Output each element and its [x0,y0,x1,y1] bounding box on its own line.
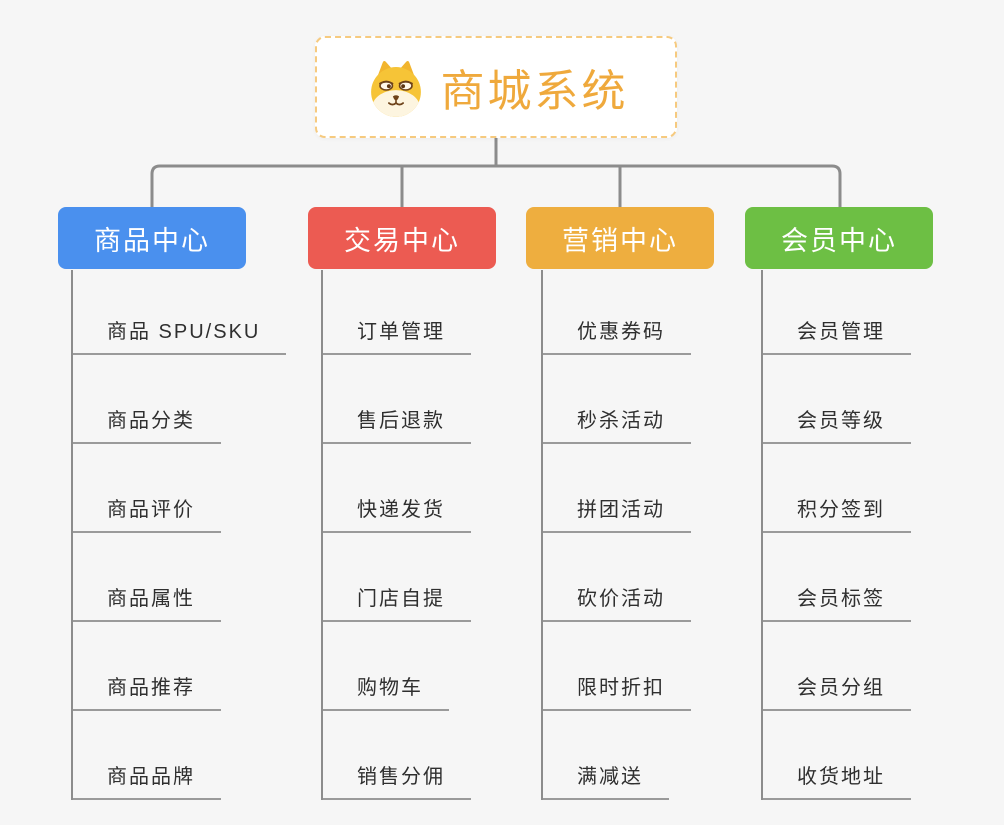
leaf-node[interactable]: 商品分类 [73,355,221,444]
branch-column-trade-center: 订单管理 售后退款 快递发货 门店自提 购物车 销售分佣 [321,270,471,800]
branch-node-trade-center[interactable]: 交易中心 [308,207,496,269]
leaf-node[interactable]: 收货地址 [763,711,911,800]
leaf-node[interactable]: 门店自提 [323,533,471,622]
root-node[interactable]: 商城系统 [315,36,677,138]
leaf-node[interactable]: 订单管理 [323,270,471,355]
branch-column-member-center: 会员管理 会员等级 积分签到 会员标签 会员分组 收货地址 [761,270,911,800]
canvas-bottom-strip [0,825,1004,840]
leaf-node[interactable]: 优惠券码 [543,270,691,355]
leaf-node[interactable]: 拼团活动 [543,444,691,533]
leaf-node[interactable]: 会员分组 [763,622,911,711]
branch-label: 交易中心 [344,225,460,256]
leaf-node[interactable]: 商品 SPU/SKU [73,270,287,355]
branch-column-marketing-center: 优惠券码 秒杀活动 拼团活动 砍价活动 限时折扣 满减送 [541,270,691,800]
leaf-node[interactable]: 商品推荐 [73,622,221,711]
leaf-node[interactable]: 售后退款 [323,355,471,444]
leaf-node[interactable]: 快递发货 [323,444,471,533]
leaf-node[interactable]: 商品评价 [73,444,221,533]
leaf-node[interactable]: 购物车 [323,622,449,711]
branch-column-product-center: 商品 SPU/SKU 商品分类 商品评价 商品属性 商品推荐 商品品牌 [71,270,287,800]
leaf-node[interactable]: 秒杀活动 [543,355,691,444]
leaf-node[interactable]: 会员等级 [763,355,911,444]
leaf-node[interactable]: 商品属性 [73,533,221,622]
branch-label: 营销中心 [562,225,678,256]
leaf-node[interactable]: 限时折扣 [543,622,691,711]
branch-label: 商品中心 [94,225,210,256]
branch-node-marketing-center[interactable]: 营销中心 [526,207,714,269]
leaf-node[interactable]: 满减送 [543,711,669,800]
leaf-node[interactable]: 商品品牌 [73,711,221,800]
root-title: 商城系统 [440,67,629,116]
branch-bus-line [150,164,842,207]
branch-label: 会员中心 [781,225,897,256]
leaf-node[interactable]: 会员标签 [763,533,911,622]
leaf-node[interactable]: 砍价活动 [543,533,691,622]
shiba-dog-icon [370,60,421,117]
leaf-node[interactable]: 会员管理 [763,270,911,355]
branch-node-member-center[interactable]: 会员中心 [745,207,933,269]
branch-node-product-center[interactable]: 商品中心 [58,207,246,269]
leaf-node[interactable]: 销售分佣 [323,711,471,800]
leaf-node[interactable]: 积分签到 [763,444,911,533]
